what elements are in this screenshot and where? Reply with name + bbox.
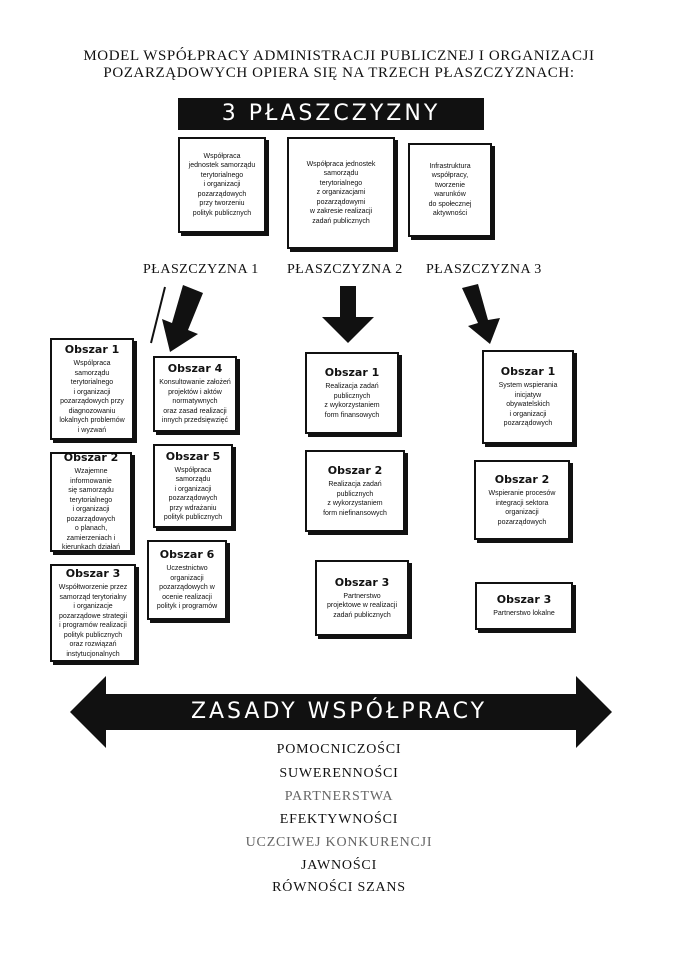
p3-area-1: Obszar 1 System wspierania inicjatyw oby… xyxy=(482,350,574,444)
plane-label-2: PŁASZCZYZNA 2 xyxy=(287,262,403,277)
p3-area-3: Obszar 3 Partnerstwo lokalne xyxy=(475,582,573,630)
plane-desc-3: Infrastruktura współpracy, tworzenie war… xyxy=(408,143,492,237)
p3-area-3-title: Obszar 3 xyxy=(496,593,552,607)
principle-partnerstwa: PARTNERSTWA xyxy=(284,789,394,804)
p1-area-3-title: Obszar 3 xyxy=(65,567,121,580)
principle-suwerennosci: SUWERENNOŚCI xyxy=(279,766,399,781)
p1-area-2-desc: Wzajemne informowanie się samorządu tery… xyxy=(62,468,120,552)
p2-area-1-desc: Realizacja zadań publicznych z wykorzyst… xyxy=(324,383,380,419)
p2-area-2-desc: Realizacja zadań publicznych z wykorzyst… xyxy=(323,481,387,517)
p1-area-6: Obszar 6 Uczestnictwo organizacji pozarz… xyxy=(147,540,227,620)
p3-area-2: Obszar 2 Wspieranie procesów integracji … xyxy=(474,460,570,540)
p2-area-2: Obszar 2 Realizacja zadań publicznych z … xyxy=(305,450,405,532)
p2-area-3-desc: Partnerstwo projektowe w realizacji zada… xyxy=(326,592,398,619)
p1-area-1-title: Obszar 1 xyxy=(64,343,120,356)
plane-desc-3-text: Infrastruktura współpracy, tworzenie war… xyxy=(428,162,472,218)
p1-area-4: Obszar 4 Konsultowanie założeń projektów… xyxy=(153,356,237,432)
p2-area-1-title: Obszar 1 xyxy=(324,366,380,379)
plane-desc-1-text: Współpraca jednostek samorządu terytoria… xyxy=(188,152,256,217)
double-arrow xyxy=(70,676,612,748)
p3-area-1-desc: System wspierania inicjatyw obywatelskic… xyxy=(498,382,558,428)
principle-efektywnosci: EFEKTYWNOŚCI xyxy=(279,812,399,827)
p1-area-2: Obszar 2 Wzajemne informowanie się samor… xyxy=(50,451,132,552)
arrow-plane-3 xyxy=(462,284,500,344)
p2-area-3: Obszar 3 Partnerstwo projektowe w realiz… xyxy=(315,560,409,636)
plane-label-1: PŁASZCZYZNA 1 xyxy=(143,262,259,277)
p2-area-2-title: Obszar 2 xyxy=(327,464,383,477)
p1-area-2-title: Obszar 2 xyxy=(63,451,119,465)
p3-area-1-title: Obszar 1 xyxy=(500,365,556,379)
banner-3-plaszczyzny: 3 PŁASZCZYZNY xyxy=(178,98,484,130)
principle-pomocniczosci: POMOCNICZOŚCI xyxy=(276,742,402,757)
principle-jawnosci: JAWNOŚCI xyxy=(300,858,378,873)
p3-area-2-desc: Wspieranie procesów integracji sektora o… xyxy=(488,490,556,526)
plane-desc-1: Współpraca jednostek samorządu terytoria… xyxy=(178,137,266,233)
arrow-plane-1-tail xyxy=(150,286,166,344)
zasady-label: ZASADY WSPÓŁPRACY xyxy=(190,699,488,724)
arrow-plane-1 xyxy=(162,285,203,352)
p2-area-1: Obszar 1 Realizacja zadań publicznych z … xyxy=(305,352,399,434)
arrow-plane-2 xyxy=(322,286,374,343)
plane-label-3: PŁASZCZYZNA 3 xyxy=(426,262,542,277)
p1-area-5-desc: Współpraca samorządu i organizacji pozar… xyxy=(163,466,223,522)
p1-area-1: Obszar 1 Wspólpraca samorządu terytorial… xyxy=(50,338,134,440)
p1-area-5-title: Obszar 5 xyxy=(165,449,221,463)
p3-area-3-desc: Partnerstwo lokalne xyxy=(493,610,555,618)
p1-area-4-title: Obszar 4 xyxy=(167,362,223,376)
p1-area-4-desc: Konsultowanie założeń projektów i aktów … xyxy=(159,379,231,425)
plane-desc-2-text: Współpraca jednostek samorządu terytoria… xyxy=(306,160,376,225)
p1-area-6-title: Obszar 6 xyxy=(159,548,215,562)
principle-rownosci-szans: RÓWNOŚCI SZANS xyxy=(272,880,406,895)
principle-uczciwej-konkurencji: UCZCIWEJ KONKURENCJI xyxy=(245,835,433,850)
p3-area-2-title: Obszar 2 xyxy=(494,473,550,486)
p1-area-3: Obszar 3 Współtworzenie przez samorząd t… xyxy=(50,564,136,662)
p1-area-6-desc: Uczestnictwo organizacji pozarządowych w… xyxy=(156,565,218,611)
plane-desc-2: Współpraca jednostek samorządu terytoria… xyxy=(287,137,395,249)
page-title: MODEL WSPÓŁPRACY ADMINISTRACJI PUBLICZNE… xyxy=(83,48,595,81)
p1-area-5: Obszar 5 Współpraca samorządu i organiza… xyxy=(153,444,233,528)
p1-area-1-desc: Wspólpraca samorządu terytorialnego i or… xyxy=(59,360,125,434)
p2-area-3-title: Obszar 3 xyxy=(334,575,390,589)
p1-area-3-desc: Współtworzenie przez samorząd terytorial… xyxy=(58,584,128,658)
